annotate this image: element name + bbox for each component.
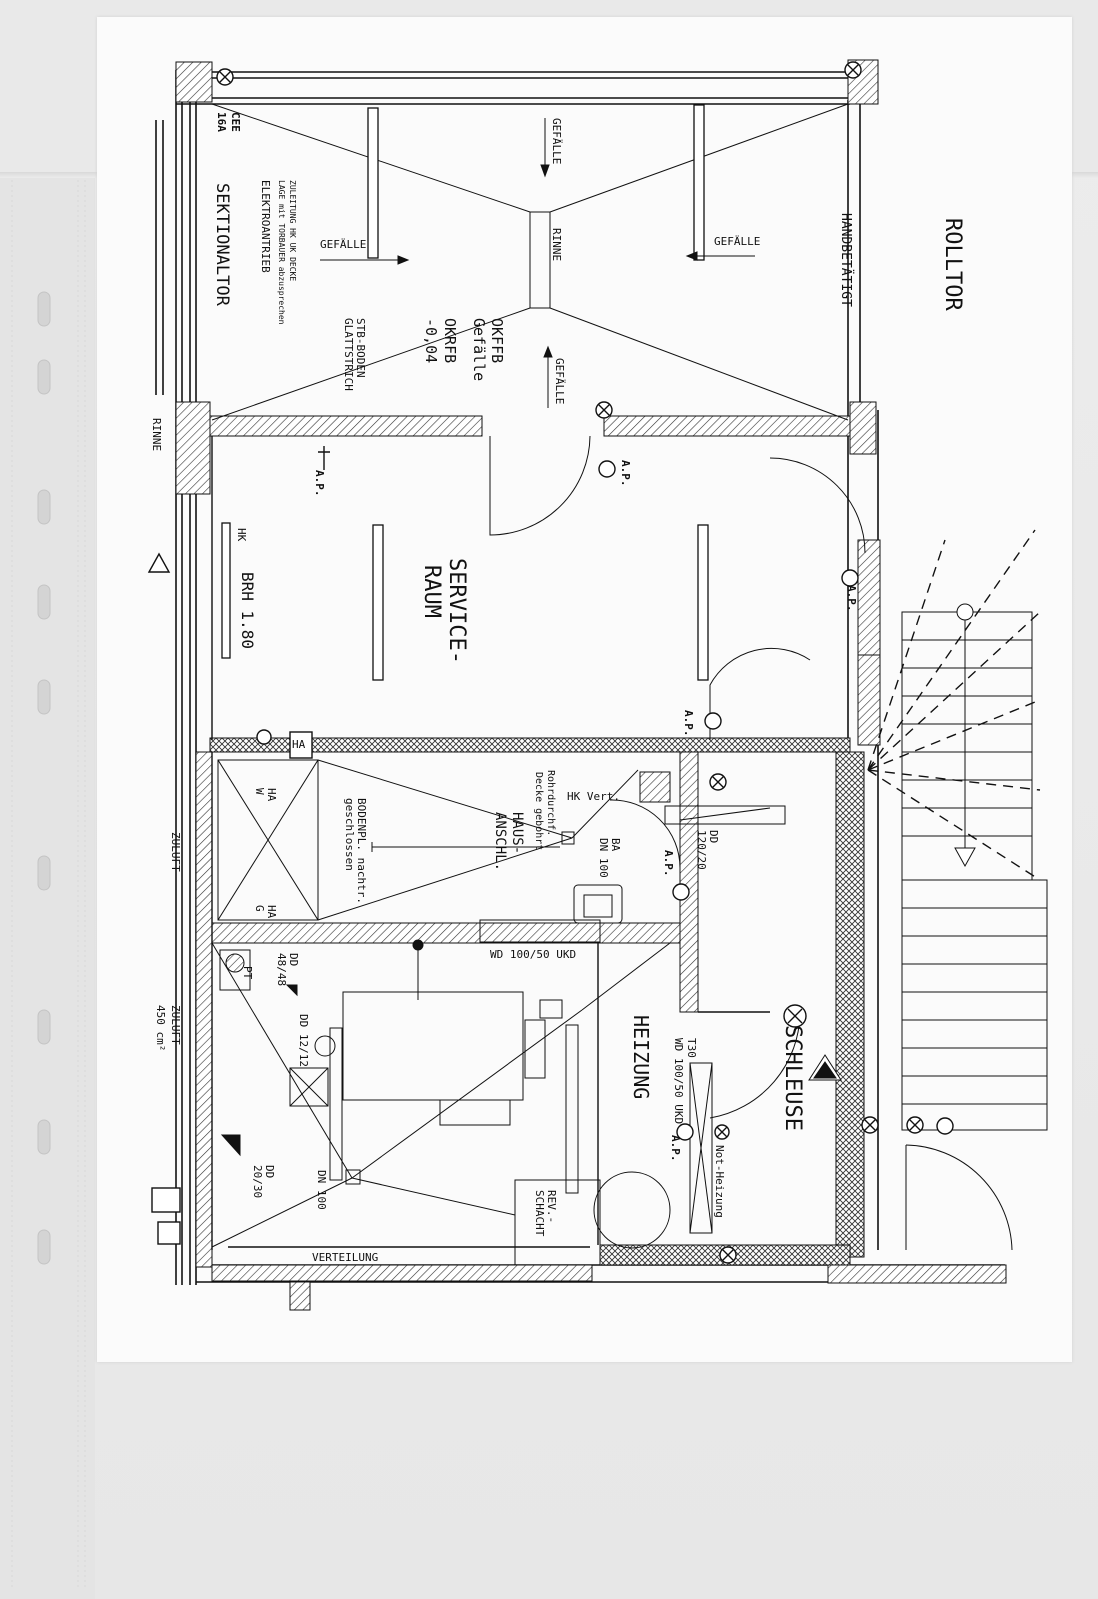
label-bodenpl-1: BODENPL. nachtr. [355, 798, 368, 904]
label-gefalle-okffb: Gefälle [470, 318, 488, 381]
label-zuleitung-2: LAGE mit TORBAUER abzusprechen [277, 180, 286, 325]
hausanschluss-room [217, 759, 786, 943]
label-rev-schacht-1: REV.- [545, 1190, 558, 1223]
label-stb-boden-2: GLATTSTRICH [342, 318, 355, 391]
label-brh: BRH 1.80 [238, 572, 257, 649]
label-dd-120-1: DD [707, 830, 720, 843]
label-rolltor: ROLLTOR [940, 218, 965, 311]
label-verteilung: VERTEILUNG [312, 1251, 378, 1264]
label-dd-20-1: DD [263, 1165, 276, 1178]
label-rinne-edge: RINNE [150, 418, 163, 451]
label-ap-1: A.P. [313, 470, 326, 497]
label-bodenpl-2: geschlossen [343, 798, 356, 871]
label-ha-w-2: W [253, 788, 266, 795]
label-ba: BA [609, 838, 622, 852]
annotation-labels: CEE 16A GEFÄLLE GEFÄLLE GEFÄLLE GEFÄLLE … [150, 112, 858, 1264]
label-gefalle-mid: GEFÄLLE [553, 358, 566, 404]
label-rohrdurchf-1: Rohrdurchf. [545, 770, 556, 836]
label-heizung: HEIZUNG [629, 1015, 653, 1099]
label-ha-top: HA [292, 738, 306, 751]
label-hk: HK [235, 528, 248, 542]
label-16a: 16A [215, 112, 228, 132]
label-ap-5: A.P. [662, 850, 675, 877]
label-zuluft-2: ZULUFT [169, 1005, 182, 1045]
garage-floor-lines [211, 103, 849, 421]
label-gefalle-left: GEFÄLLE [320, 238, 366, 251]
label-handbetatigt: HANDBETÄTIGT [838, 213, 854, 307]
door-swings [489, 435, 1013, 1251]
label-zuluft-1: ZULUFT [169, 832, 182, 872]
electrical-symbols [147, 61, 954, 1264]
wall-hatching [175, 59, 1007, 1311]
label-rohrdurchf-2: Decke gebohrt [533, 772, 544, 850]
label-dd-20-2: 20/30 [251, 1165, 264, 1198]
inner-walls [211, 436, 770, 1250]
label-ap-2: A.P. [619, 460, 632, 487]
sleeve-edge-dots [11, 180, 86, 1590]
punched-holes [37, 291, 51, 1265]
paper-sheet [97, 17, 1072, 1362]
label-not-heizung: Not-Heizung [713, 1145, 726, 1218]
label-ha-w-1: HA [265, 788, 278, 802]
label-gefalle-right: GEFÄLLE [714, 235, 760, 248]
label-t30: T30 [685, 1038, 698, 1058]
label-ap-4: A.P. [682, 710, 695, 737]
label-dd-12: DD 12/12 [297, 1014, 310, 1067]
label-gefalle-top: GEFÄLLE [550, 118, 563, 164]
stair-dashed-lines [867, 529, 1041, 881]
label-zuleitung-1: ZULEITUNG HK UK DECKE [288, 180, 297, 281]
label-t30-wd: WD 100/50 UKD [672, 1038, 685, 1124]
label-ha-g-2: G [253, 905, 266, 912]
label-ap-6: A.P. [669, 1135, 682, 1162]
label-schleuse: SCHLEUSE [780, 1025, 805, 1131]
label-cee: CEE [229, 112, 242, 132]
label-rev-schacht-2: SCHACHT [533, 1190, 546, 1237]
label-wd-100: WD 100/50 UKD [490, 948, 576, 961]
label-okrfb-value: -0,04 [422, 318, 440, 363]
label-hk-vert: HK Vert. [567, 790, 620, 803]
label-service-raum-1: SERVICE- [444, 558, 469, 664]
label-dd-48-2: 48/48 [275, 953, 288, 986]
label-dd-48-1: DD [287, 953, 300, 966]
heizung-room [211, 939, 713, 1266]
label-dn-100: DN 100 [315, 1170, 328, 1210]
gutter-bars [221, 104, 709, 681]
label-okffb: OKFFB [488, 318, 506, 363]
slope-arrows [320, 118, 755, 408]
label-rinne-center: RINNE [550, 228, 563, 261]
label-ap-3: A.P. [845, 585, 858, 612]
label-ha-g-1: HA [265, 905, 278, 919]
label-ba-dn: DN 100 [597, 838, 610, 878]
label-sektionaltor: SEKTIONALTOR [212, 183, 232, 307]
vent-markers [220, 984, 842, 1157]
label-okrfb: OKRFB [441, 318, 459, 363]
label-zuluft-2-area: 450 cm² [154, 1005, 167, 1051]
label-pt: PT [241, 966, 254, 980]
label-dd-120-2: 120/20 [695, 830, 708, 870]
label-haus-anschl-2: ANSCHL. [492, 812, 508, 871]
label-haus-anschl-1: HAUS- [509, 812, 525, 854]
label-stb-boden-1: STB-BODEN [354, 318, 367, 378]
room-labels: ROLLTOR SERVICE- RAUM HEIZUNG SCHLEUSE S… [212, 183, 965, 1131]
stair [901, 603, 1048, 1131]
label-zuleitung-3: ELEKTROANTRIEB [259, 180, 272, 273]
label-service-raum-2: RAUM [419, 565, 444, 618]
